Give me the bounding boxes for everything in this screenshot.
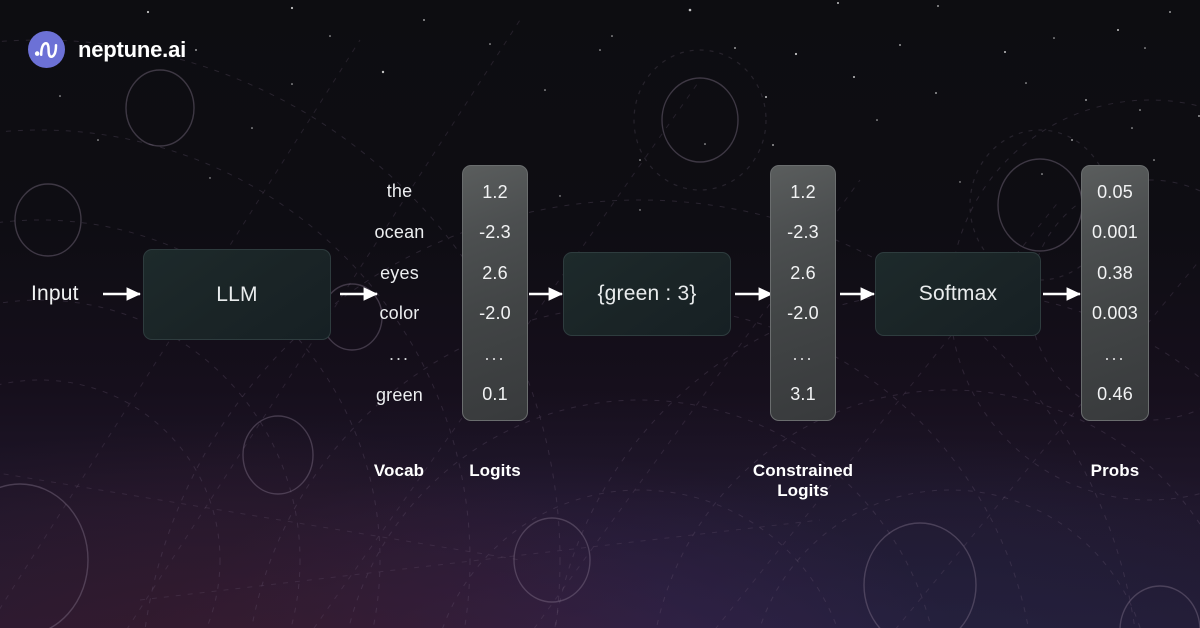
constraint-node-label: {green : 3} <box>597 282 697 305</box>
vocab-cell: ocean <box>374 221 425 242</box>
logits-cell: 2.6 <box>482 262 508 283</box>
vocab-cell: color <box>379 303 420 324</box>
constrained-logits-cell: -2.3 <box>787 222 819 243</box>
probs-cell: 0.001 <box>1091 222 1139 243</box>
softmax-node[interactable]: Softmax <box>875 252 1041 336</box>
constrained-logits-caption-line1: Constrained <box>752 461 854 480</box>
logits-caption: Logits <box>469 461 521 480</box>
logits-cell: 0.1 <box>482 383 508 404</box>
constrained-logits-cell-ellipsis: ... <box>792 343 814 364</box>
probs-cell-ellipsis: ... <box>1104 343 1126 364</box>
logits-cell: -2.0 <box>479 303 511 324</box>
probs-cell: 0.003 <box>1091 303 1139 324</box>
llm-node[interactable]: LLM <box>143 249 331 340</box>
softmax-node-label: Softmax <box>918 282 998 305</box>
vocab-caption: Vocab <box>373 461 425 480</box>
probs-cell: 0.38 <box>1097 262 1133 283</box>
logits-cell-ellipsis: ... <box>484 343 506 364</box>
constrained-logits-cell: 3.1 <box>790 383 816 404</box>
constrained-logits-caption: Constrained Logits <box>728 461 878 501</box>
constrained-logits-cell: 1.2 <box>790 182 816 202</box>
brand-logo[interactable]: neptune.ai <box>28 31 186 68</box>
logits-cell: -2.3 <box>479 222 511 243</box>
vocab-cell: eyes <box>380 262 419 283</box>
probs-caption: Probs <box>1090 461 1140 480</box>
vocab-cell-ellipsis: ... <box>388 344 410 365</box>
constrained-logits-caption-line2: Logits <box>777 481 829 501</box>
input-label: Input <box>31 282 79 305</box>
vocab-column: the ocean eyes color ... green <box>359 165 440 421</box>
constrained-logits-cell: 2.6 <box>790 262 816 283</box>
logits-column: 1.2 -2.3 2.6 -2.0 ... 0.1 <box>462 165 528 421</box>
constrained-logits-column: 1.2 -2.3 2.6 -2.0 ... 3.1 <box>770 165 836 421</box>
vocab-cell: the <box>386 181 413 201</box>
constrained-logits-cell: -2.0 <box>787 303 819 324</box>
probs-column: 0.05 0.001 0.38 0.003 ... 0.46 <box>1081 165 1149 421</box>
probs-cell: 0.05 <box>1097 182 1133 202</box>
constraint-node[interactable]: {green : 3} <box>563 252 731 336</box>
vocab-cell: green <box>375 384 424 405</box>
brand-name: neptune.ai <box>78 36 187 62</box>
neptune-wave-mark-icon <box>28 31 65 68</box>
probs-cell: 0.46 <box>1097 383 1133 404</box>
logits-cell: 1.2 <box>482 182 508 202</box>
llm-node-label: LLM <box>216 282 258 306</box>
